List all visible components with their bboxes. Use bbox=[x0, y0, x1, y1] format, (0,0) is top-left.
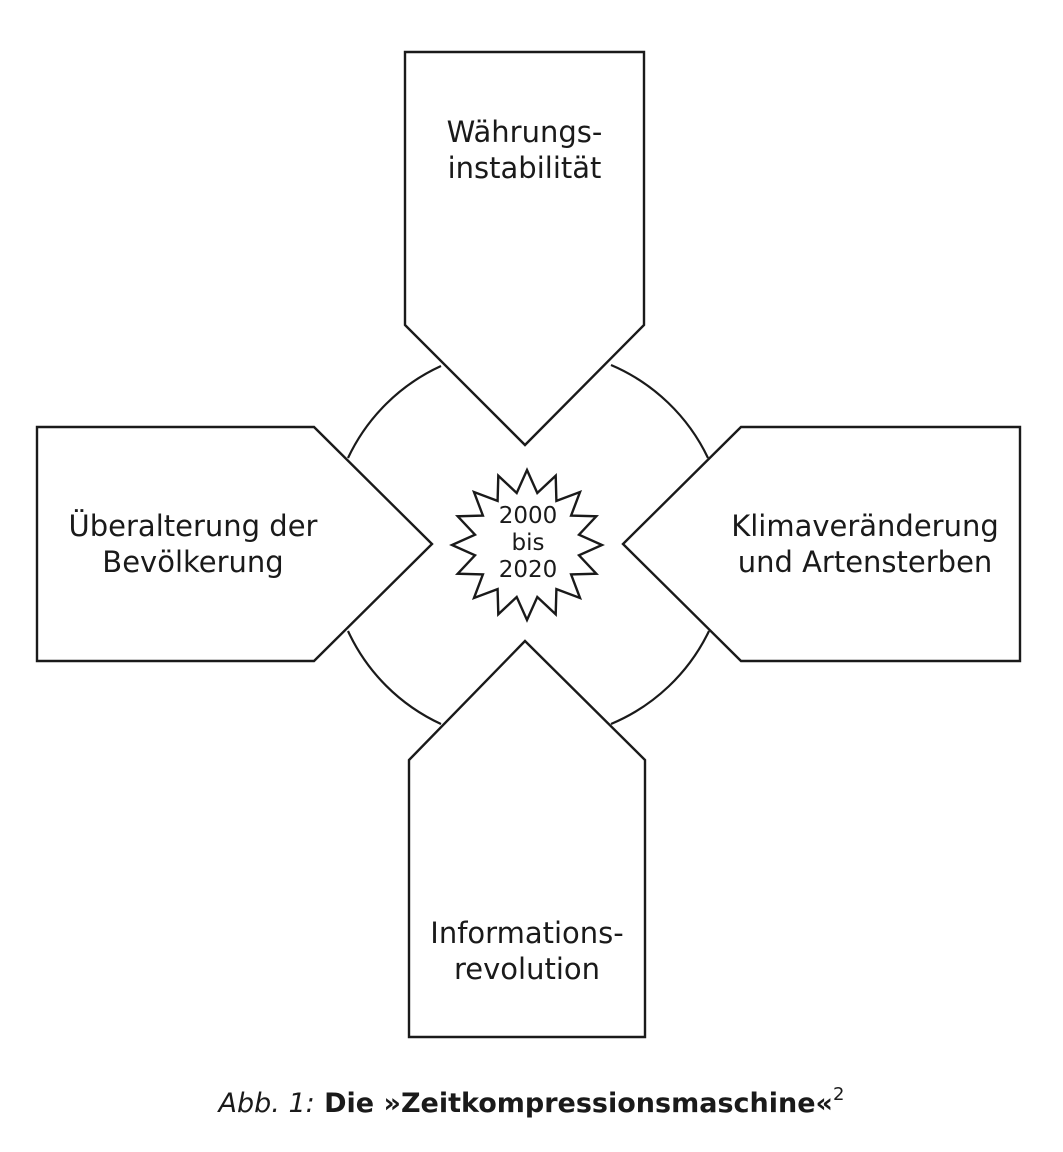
right-box-label: Klimaveränderung und Artensterben bbox=[716, 508, 1014, 580]
arc-top-right bbox=[610, 363, 709, 459]
left-box-label-line1: Überalterung der bbox=[68, 509, 318, 543]
top-box-label: Währungs- instabilität bbox=[405, 114, 644, 186]
center-label-line3: 2020 bbox=[498, 557, 558, 583]
figure-caption-title: Die »Zeitkompressionsmaschine« bbox=[324, 1088, 833, 1119]
figure-caption-footnote: 2 bbox=[833, 1084, 845, 1105]
bottom-box-label-line1: Informations- bbox=[430, 916, 624, 950]
top-box-label-line1: Währungs- bbox=[446, 115, 603, 149]
right-box-label-line1: Klimaveränderung bbox=[731, 509, 999, 543]
figure-caption-ref: Abb. 1: bbox=[218, 1088, 315, 1119]
left-box-label-line2: Bevölkerung bbox=[102, 545, 284, 579]
right-box bbox=[621, 425, 1022, 663]
arc-top-left bbox=[347, 364, 442, 459]
top-box bbox=[403, 50, 646, 447]
center-label: 2000 bis 2020 bbox=[478, 503, 578, 584]
arc-bottom-right bbox=[610, 630, 710, 726]
bottom-box bbox=[407, 639, 647, 1039]
center-label-line2: bis bbox=[511, 530, 545, 556]
left-box-label: Überalterung der Bevölkerung bbox=[37, 508, 349, 580]
left-box bbox=[35, 425, 434, 663]
bottom-box-label-line2: revolution bbox=[453, 952, 601, 986]
center-starburst bbox=[449, 467, 605, 623]
arc-bottom-left bbox=[347, 630, 442, 725]
top-box-label-line2: instabilität bbox=[447, 151, 602, 185]
figure-caption: Abb. 1: Die »Zeitkompressionsmaschine«2 bbox=[0, 1084, 1063, 1119]
center-label-line1: 2000 bbox=[498, 503, 558, 529]
right-box-label-line2: und Artensterben bbox=[737, 545, 993, 579]
bottom-box-label: Informations- revolution bbox=[409, 915, 645, 987]
